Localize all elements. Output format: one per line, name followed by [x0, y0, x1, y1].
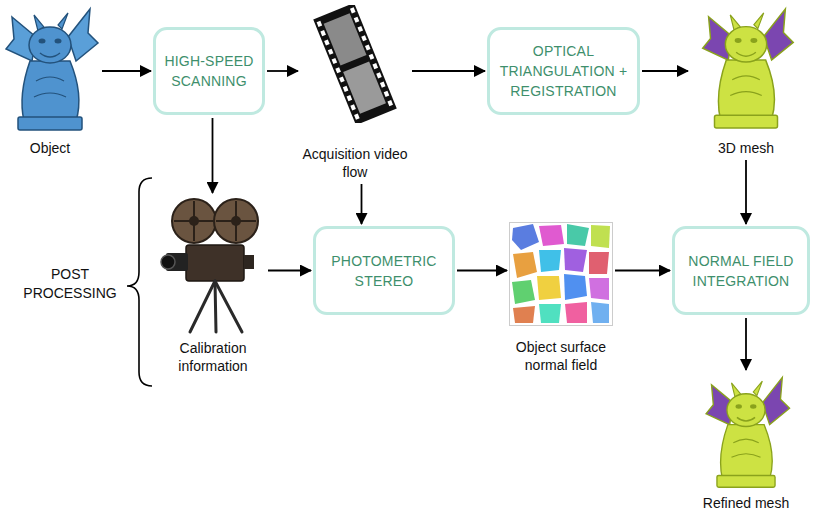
image-item: Refined mesh: [690, 372, 802, 512]
flow-arrow: [102, 70, 151, 72]
flow-arrow: [412, 70, 485, 72]
process-label: OPTICAL TRIANGULATION + REGISTRATION: [498, 41, 629, 101]
process-label: PHOTOMETRIC STEREO: [324, 251, 444, 291]
process-label: HIGH-SPEED SCANNING: [164, 51, 254, 91]
flow-arrow: [615, 270, 670, 272]
image-caption: Refined mesh: [690, 494, 802, 512]
film-strip: [300, 5, 410, 123]
movie-camera: [160, 195, 266, 335]
refined-mesh-render: [690, 372, 802, 490]
group-label: POST PROCESSING: [18, 265, 122, 303]
flow-arrow: [745, 318, 747, 370]
image-caption: Calibration information: [160, 339, 266, 375]
image-item: Calibration information: [160, 195, 266, 375]
process-box: HIGH-SPEED SCANNING: [153, 27, 265, 115]
flow-arrow: [642, 70, 688, 72]
flow-arrow: [457, 270, 507, 272]
image-item: Object: [0, 3, 100, 157]
process-label: NORMAL FIELD INTEGRATION: [683, 251, 799, 291]
process-box: NORMAL FIELD INTEGRATION: [672, 226, 810, 315]
image-caption: 3D mesh: [690, 139, 802, 157]
process-box: OPTICAL TRIANGULATION + REGISTRATION: [487, 27, 640, 115]
image-caption: Object: [0, 139, 100, 157]
flow-arrow: [745, 160, 747, 224]
image-item: Object surface normal field: [505, 222, 617, 374]
mesh-render: [690, 3, 802, 131]
flow-arrow: [361, 184, 363, 224]
image-item: 3D mesh: [690, 3, 802, 157]
gargoyle-object: [0, 3, 100, 133]
flow-arrow: [267, 70, 298, 72]
flow-arrow: [212, 118, 214, 193]
process-box: PHOTOMETRIC STEREO: [313, 226, 455, 315]
image-caption: Object surface normal field: [505, 338, 617, 374]
image-caption: Acquisition video flow: [300, 145, 410, 181]
flow-arrow: [268, 270, 311, 272]
normal-map: [509, 222, 613, 326]
image-item: Acquisition video flow: [300, 5, 410, 181]
